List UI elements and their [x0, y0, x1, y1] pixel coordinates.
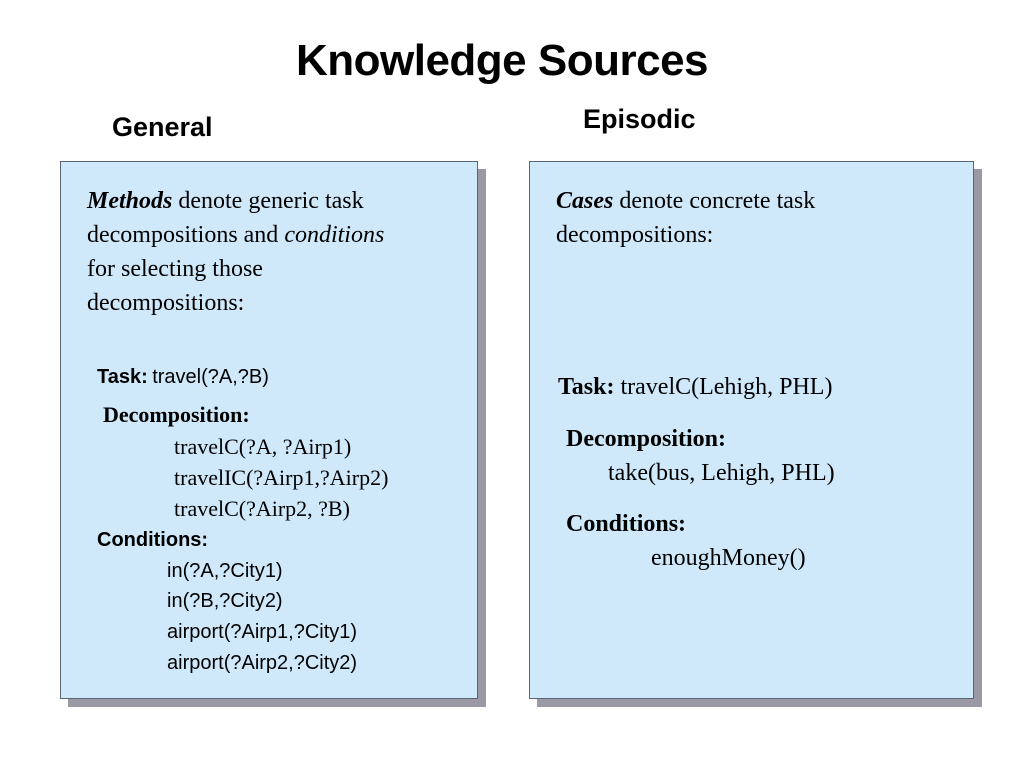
episodic-panel: Cases denote concrete task decomposition…: [529, 161, 974, 699]
general-intro-line-2: decompositions and conditions: [87, 218, 384, 252]
episodic-intro: Cases denote concrete task decomposition…: [556, 184, 815, 252]
general-decomposition-step: travelIC(?Airp1,?Airp2): [174, 465, 389, 490]
general-task-label: Task:: [97, 366, 148, 388]
methods-term: Methods: [87, 188, 173, 214]
conditions-term: conditions: [284, 222, 385, 248]
general-decomposition-step: travelC(?Airp2, ?B): [174, 496, 350, 521]
general-task: Task: travel(?A,?B): [97, 366, 269, 389]
slide-title: Knowledge Sources: [295, 36, 709, 85]
episodic-heading: Episodic: [583, 104, 696, 134]
general-intro-line-3: for selecting those: [87, 256, 263, 282]
general-task-value: travel(?A,?B): [152, 366, 269, 388]
episodic-decomposition-step: take(bus, Lehigh, PHL): [608, 460, 835, 486]
episodic-task-label: Task:: [558, 374, 615, 400]
general-heading: General: [112, 112, 213, 142]
general-condition: airport(?Airp1,?City1): [167, 621, 358, 643]
episodic-conditions-label: Conditions:: [566, 511, 687, 537]
episodic-task: Task: travelC(Lehigh, PHL): [558, 374, 832, 401]
general-condition: in(?A,?City1): [167, 560, 283, 582]
general-intro-line-4: decompositions:: [87, 290, 245, 316]
cases-term: Cases: [556, 188, 614, 214]
general-condition: in(?B,?City2): [167, 590, 283, 612]
episodic-condition: enoughMoney(): [651, 545, 806, 571]
episodic-task-value: travelC(Lehigh, PHL): [614, 374, 833, 400]
episodic-decomposition-label: Decomposition:: [566, 426, 726, 452]
general-intro: Methods denote generic task decompositio…: [87, 184, 384, 320]
general-intro-text-1: denote generic task: [172, 188, 364, 214]
episodic-intro-line-1: Cases denote concrete task: [556, 184, 815, 218]
general-intro-line-1: Methods denote generic task: [87, 184, 384, 218]
episodic-intro-line-2: decompositions:: [556, 222, 714, 248]
general-decomposition-step: travelC(?A, ?Airp1): [174, 434, 352, 459]
general-conditions-label: Conditions:: [97, 529, 209, 551]
episodic-intro-text-1: denote concrete task: [613, 188, 816, 214]
general-intro-text-2: decompositions and: [87, 222, 285, 248]
general-panel: Methods denote generic task decompositio…: [60, 161, 478, 699]
general-decomposition-label: Decomposition:: [103, 402, 250, 427]
general-condition: airport(?Airp2,?City2): [167, 652, 358, 674]
